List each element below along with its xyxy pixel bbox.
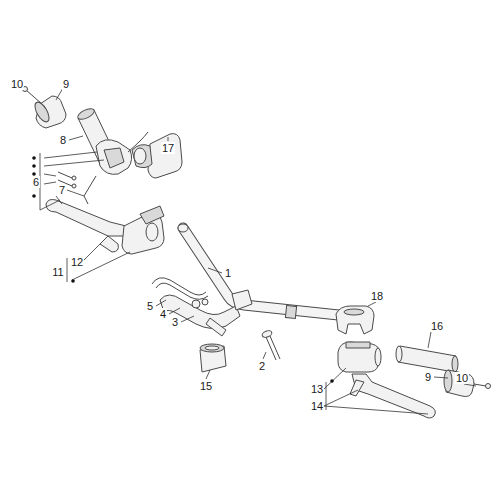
leader-lines [22,86,476,414]
callout-number: 4 [159,308,167,320]
callout-number: 10 [10,78,24,90]
left-bar-end [23,87,67,129]
right-grip [396,346,458,372]
right-master-cylinder [338,342,381,372]
callout-number: 9 [62,78,70,90]
right-switch-housing [336,306,374,334]
group-brackets [32,153,334,410]
callout-number: 3 [171,316,179,328]
callout-number: 18 [370,290,384,302]
left-master-cylinder [122,206,164,254]
callout-number: 6 [32,176,40,188]
callout-number: 16 [430,320,444,332]
callout-number: 2 [258,360,266,372]
callout-number: 7 [58,184,66,196]
handlebar-tube [178,224,351,321]
callout-number: 11 [51,266,64,278]
callout-number: 17 [161,142,175,154]
throttle-housing [58,132,148,204]
callout-number: 9 [424,371,432,383]
callout-number: 12 [70,256,84,268]
callout-number: 8 [59,134,67,146]
callout-number: 13 [310,383,324,395]
callout-number: 1 [224,267,232,279]
left-switch-housing [132,134,182,178]
callout-number: 14 [310,400,324,412]
callout-number: 10 [455,372,469,384]
bolt [261,329,280,360]
callout-number: 15 [199,380,213,392]
right-bar-end [444,370,491,397]
left-brake-lever [46,200,126,253]
clamp-ring [200,344,226,372]
callout-number: 5 [146,300,154,312]
clamp-bracket [152,278,252,336]
